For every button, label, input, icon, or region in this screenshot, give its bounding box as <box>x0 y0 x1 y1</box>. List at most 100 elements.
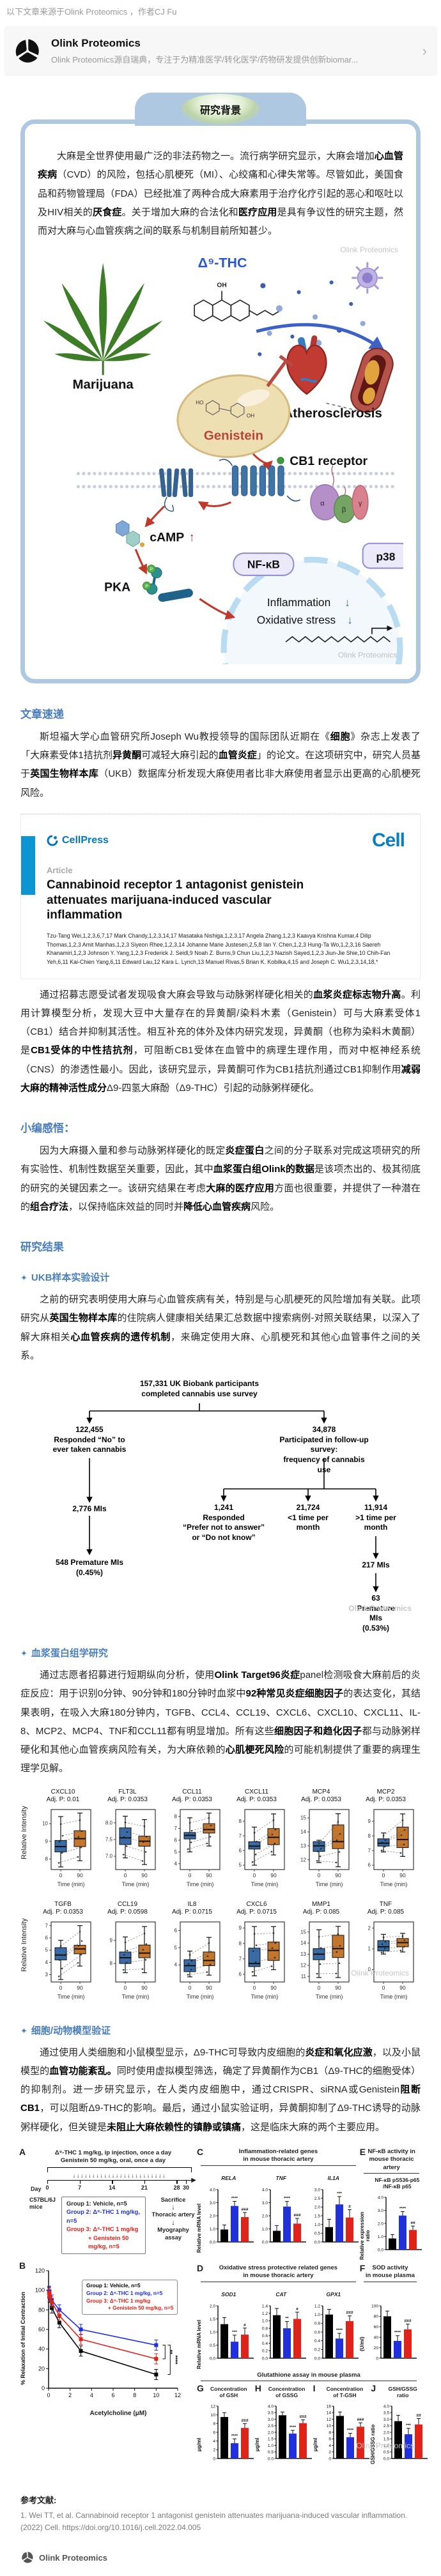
oxidative-stress-label: Oxidative stress <box>257 614 336 627</box>
svg-text:0.0: 0.0 <box>314 2356 320 2361</box>
marijuana-label: Marijuana <box>73 378 134 392</box>
diamond-icon: ✦ <box>20 2026 27 2036</box>
svg-text:3.5: 3.5 <box>267 2411 273 2416</box>
cb1-receptor-icon <box>219 459 300 501</box>
svg-text:90: 90 <box>141 1985 148 1991</box>
svg-text:1.2: 1.2 <box>314 2304 320 2308</box>
svg-text:7: 7 <box>45 1923 48 1928</box>
svg-text:****: **** <box>172 2356 178 2365</box>
svg-text:4.0: 4.0 <box>383 2404 389 2409</box>
watermark: Olink Proteomics <box>338 651 398 660</box>
svg-text:P: P <box>150 567 153 572</box>
atherosclerosis-label: Atherosclerosis <box>284 407 382 421</box>
results-heading: 研究结果 <box>20 1238 421 1254</box>
svg-text:0.6: 0.6 <box>262 2334 268 2338</box>
svg-text:6: 6 <box>368 1862 371 1868</box>
svg-text:40: 40 <box>38 2346 45 2352</box>
svg-text:2.5: 2.5 <box>267 2424 273 2428</box>
svg-text:Time (min): Time (min) <box>315 1881 343 1887</box>
svg-text:0.0: 0.0 <box>262 2240 268 2244</box>
svg-text:Time (min): Time (min) <box>251 1993 278 2000</box>
svg-text:2.0: 2.0 <box>210 2214 215 2218</box>
pka-to-nucleus-arrow <box>199 599 233 618</box>
svg-text:3.5: 3.5 <box>383 2411 389 2416</box>
svg-text:3.0: 3.0 <box>378 2209 383 2213</box>
svg-text:90: 90 <box>399 1872 406 1879</box>
svg-text:7.5: 7.5 <box>105 1836 112 1842</box>
svg-text:1.5: 1.5 <box>267 2437 273 2442</box>
svg-text:0: 0 <box>59 1872 62 1879</box>
svg-text:8: 8 <box>238 1940 242 1946</box>
svg-text:6: 6 <box>238 1971 242 1977</box>
svg-text:16: 16 <box>327 2404 332 2409</box>
svg-text:Time (min): Time (min) <box>57 1881 84 1887</box>
account-card[interactable]: Olink Proteomics Olink Proteomics源自瑞典，专注… <box>4 26 437 76</box>
svg-text:1.0: 1.0 <box>267 2444 273 2448</box>
svg-text:0: 0 <box>123 1872 127 1879</box>
svg-text:90: 90 <box>399 1985 406 1991</box>
svg-text:β: β <box>342 507 346 514</box>
svg-text:1.0: 1.0 <box>262 2227 268 2231</box>
svg-text:12: 12 <box>327 2418 332 2422</box>
svg-text:90: 90 <box>270 1872 277 1879</box>
svg-text:0.0: 0.0 <box>210 2240 215 2244</box>
svg-text:###: ### <box>299 2415 306 2420</box>
svg-text:90: 90 <box>335 1985 341 1991</box>
svg-text:0.2: 0.2 <box>314 2347 320 2352</box>
svg-text:***: *** <box>337 2191 342 2196</box>
svg-text:13: 13 <box>300 1951 306 1957</box>
svg-text:0.5: 0.5 <box>383 2450 389 2455</box>
svg-text:***: *** <box>406 2423 411 2428</box>
svg-text:###: ### <box>241 2418 248 2423</box>
svg-text:5: 5 <box>174 1945 177 1951</box>
svg-text:20: 20 <box>373 2346 378 2351</box>
left-receptor-icon <box>159 468 193 512</box>
svg-text:0.5: 0.5 <box>314 2231 320 2236</box>
svg-text:2.5: 2.5 <box>314 2197 320 2201</box>
flow-child2: 21,724 <1 time per month <box>288 1503 329 1533</box>
article-kind: Article <box>47 865 405 875</box>
flow-right3: 63 Premature MIs (0.53%) <box>353 1594 398 1633</box>
svg-text:1.4: 1.4 <box>262 2304 268 2308</box>
svg-text:0.0: 0.0 <box>378 2248 383 2252</box>
svg-text:2.0: 2.0 <box>262 2214 268 2218</box>
svg-text:4: 4 <box>45 1960 48 1965</box>
svg-text:80: 80 <box>373 2314 378 2319</box>
svg-text:#: # <box>348 2204 351 2209</box>
article-title: Cannabinoid receptor 1 antagonist genist… <box>47 878 328 923</box>
svg-text:0: 0 <box>188 1872 191 1879</box>
chevron-right-icon[interactable]: › <box>421 43 428 59</box>
inflammation-down-arrow: ↓ <box>344 596 350 609</box>
ukb-paragraph: 之前的研究表明使用大麻与心血管疾病有关，特别是与心肌梗死的风险增加有关联。此项研… <box>20 1290 421 1365</box>
svg-text:****: **** <box>336 2328 343 2333</box>
svg-text:0: 0 <box>382 1872 385 1879</box>
svg-text:4: 4 <box>174 1962 177 1967</box>
svg-text:4: 4 <box>174 1861 177 1866</box>
svg-text:9: 9 <box>109 1937 112 1943</box>
svg-text:4: 4 <box>213 2439 215 2444</box>
svg-text:2: 2 <box>329 2450 332 2455</box>
background-title: 研究背景 <box>200 102 241 117</box>
footer-brand-name: Olink Proteomics <box>39 2553 107 2563</box>
svg-text:****: **** <box>231 2196 238 2200</box>
svg-text:2.5: 2.5 <box>383 2424 389 2428</box>
svg-text:0: 0 <box>382 1985 385 1991</box>
macrophage-icon <box>352 263 383 294</box>
cell-article-card[interactable]: CellPress Cell Article Cannabinoid recep… <box>20 814 421 979</box>
svg-text:1.0: 1.0 <box>210 2227 215 2231</box>
svg-text:12: 12 <box>174 2392 181 2398</box>
svg-text:7.0: 7.0 <box>105 1853 112 1859</box>
svg-text:12: 12 <box>300 1857 306 1863</box>
svg-text:0: 0 <box>252 1872 256 1879</box>
svg-text:8: 8 <box>174 1813 177 1819</box>
cell-cover-spine <box>21 836 35 895</box>
svg-text:4.0: 4.0 <box>378 2195 383 2200</box>
